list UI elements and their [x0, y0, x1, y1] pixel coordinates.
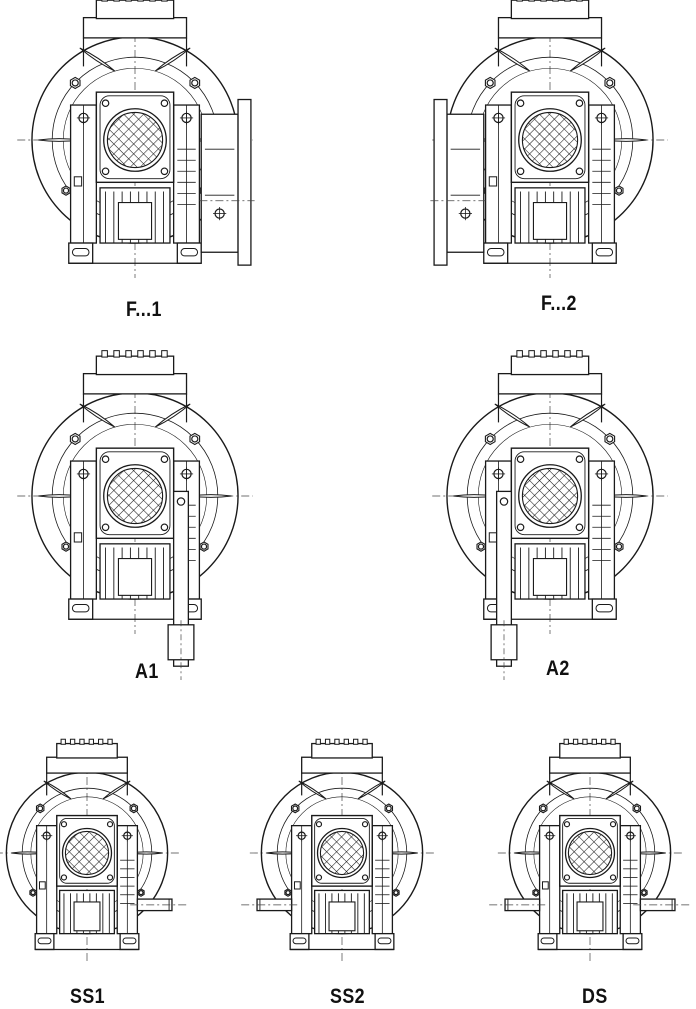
- label-ss2: SS2: [330, 985, 366, 1008]
- label-ds: DS: [582, 985, 608, 1008]
- unit-ss2: [241, 738, 435, 961]
- unit-a1: [17, 350, 253, 680]
- unit-ds: [489, 738, 691, 961]
- unit-f1: [17, 0, 255, 278]
- label-a2: A2: [546, 657, 570, 680]
- unit-f2: [430, 0, 668, 278]
- label-f1: F...1: [126, 298, 162, 321]
- unit-ss1: [0, 738, 188, 961]
- unit-a2: [432, 350, 668, 680]
- label-f2: F...2: [541, 292, 577, 315]
- label-a1: A1: [135, 660, 159, 683]
- label-ss1: SS1: [70, 985, 106, 1008]
